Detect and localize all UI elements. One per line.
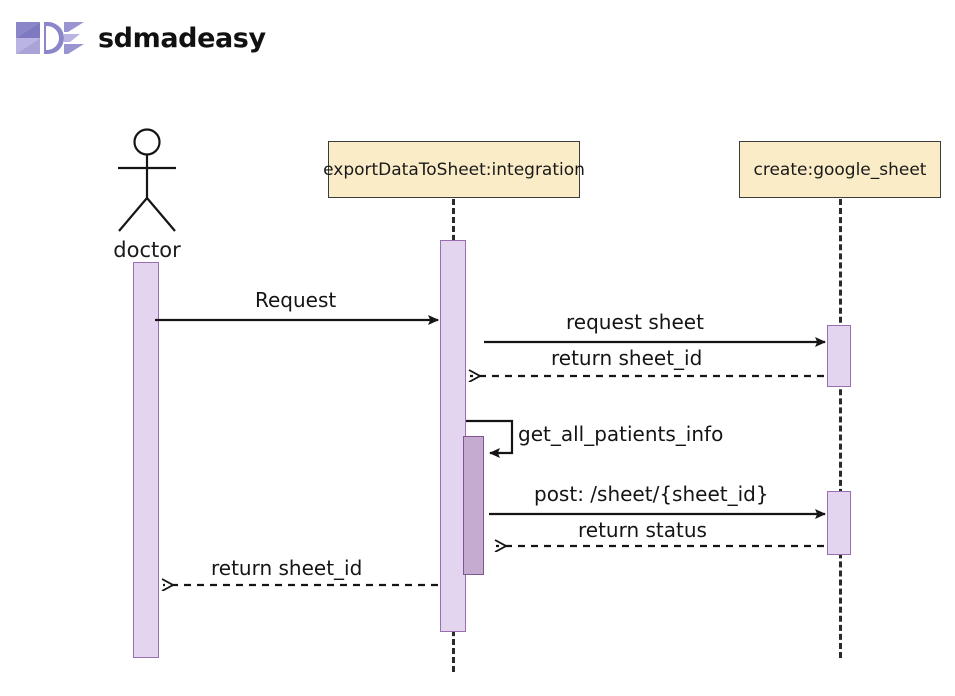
- activation-bar-google-sheet-2: [827, 491, 851, 555]
- message-label-get-all-patients-info: get_all_patients_info: [518, 422, 724, 446]
- activation-bar-doctor: [133, 262, 159, 658]
- participant-label-google-sheet: create:google_sheet: [753, 159, 927, 180]
- activation-bar-google-sheet-1: [827, 325, 851, 387]
- participant-label-doctor: doctor: [113, 238, 181, 262]
- message-label-return-sheet-id-2: return sheet_id: [211, 556, 363, 580]
- lifeline-google-sheet: [839, 199, 842, 658]
- sdmadeasy-logo-icon: [16, 22, 84, 54]
- message-label-post-sheet: post: /sheet/{sheet_id}: [534, 482, 769, 506]
- actor-doctor-icon: [118, 128, 176, 232]
- message-label-request-sheet: request sheet: [566, 310, 704, 334]
- participant-header-google-sheet[interactable]: create:google_sheet: [739, 141, 941, 198]
- participant-header-integration[interactable]: exportDataToSheet:integration: [323, 141, 585, 198]
- message-label-return-sheet-id-1: return sheet_id: [551, 346, 703, 370]
- participant-label-integration: exportDataToSheet:integration: [323, 159, 585, 180]
- activation-bar-integration-nested: [463, 436, 484, 575]
- brand-name: sdmadeasy: [98, 22, 266, 54]
- message-label-return-status: return status: [578, 518, 707, 542]
- message-label-request: Request: [255, 288, 337, 312]
- brand-logo: sdmadeasy: [14, 18, 266, 58]
